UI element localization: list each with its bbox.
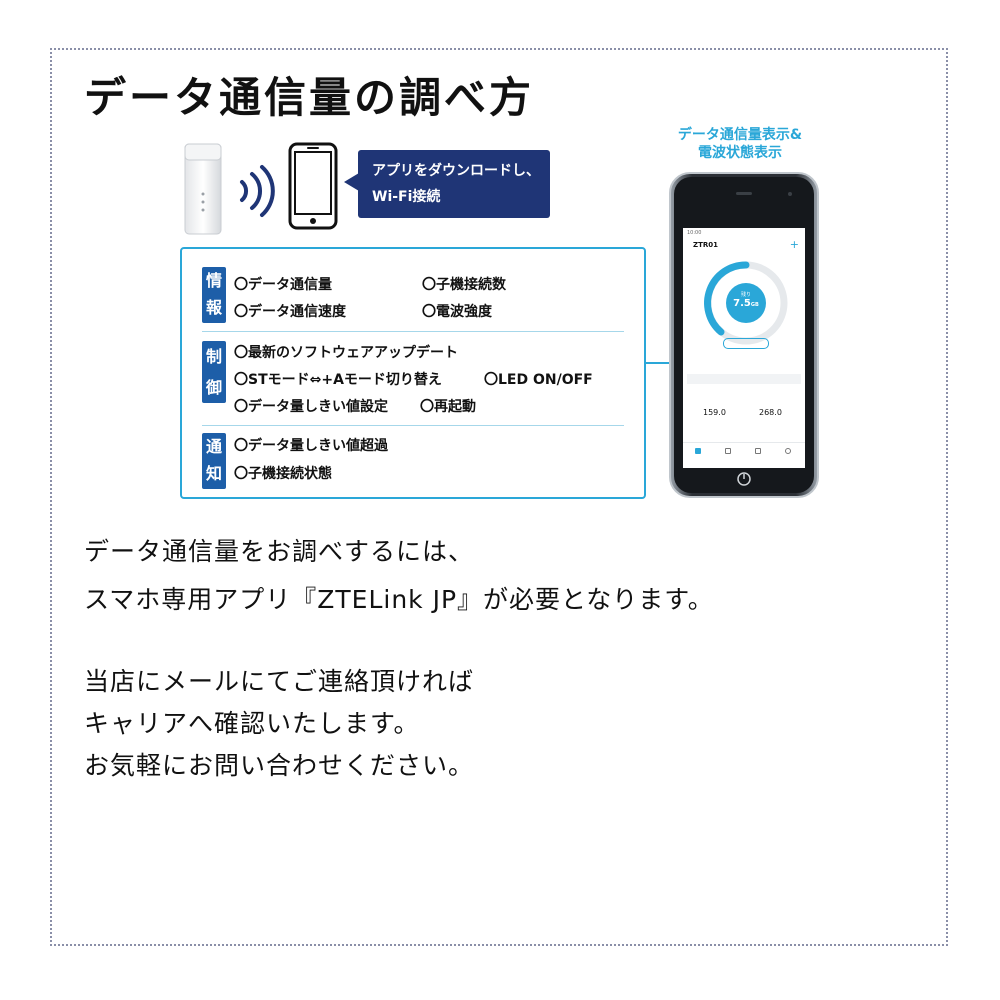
app-screen: 10:00 ZTR01 + 残り 7.5GB 159.0 268.0	[683, 228, 805, 468]
control-item-mode-switch: 〇STモード⇔+Aモード切り替え	[234, 372, 442, 388]
status-bar: 10:00	[687, 230, 702, 236]
bubble-line-1: アプリをダウンロードし、	[372, 163, 540, 179]
control-item-reboot: 〇再起動	[420, 399, 476, 415]
control-item-led: 〇LED ON/OFF	[484, 372, 593, 388]
device-name: ZTR01	[693, 241, 718, 249]
info-item-data-speed: 〇データ通信速度	[234, 304, 346, 320]
features-panel: 情 報 〇データ通信量 〇子機接続数 〇データ通信速度 〇電波強度 制 御 〇最…	[180, 247, 646, 499]
body-line-2: スマホ専用アプリ『ZTELink JP』が必要となります。	[84, 585, 714, 614]
upload-value: 268.0	[759, 408, 782, 417]
info-item-signal-strength: 〇電波強度	[422, 304, 492, 320]
body-line-4: キャリアへ確認いたします。	[84, 709, 420, 738]
speech-bubble-tail	[344, 173, 359, 191]
page-title: データ通信量の調べ方	[84, 73, 535, 122]
info-item-data-usage: 〇データ通信量	[234, 277, 332, 293]
info-tab-icon[interactable]	[725, 448, 731, 454]
settings-tab-icon[interactable]	[755, 448, 761, 454]
home-tab-icon[interactable]	[695, 448, 701, 454]
notify-item-connection-status: 〇子機接続状態	[234, 466, 332, 482]
dotted-frame	[50, 48, 948, 946]
category-notify: 通 知	[202, 433, 226, 489]
data-settings-button[interactable]	[723, 338, 769, 349]
panel-divider	[202, 331, 624, 332]
network-row	[687, 374, 801, 384]
wifi-signal-icon	[240, 165, 275, 217]
remaining-label: 残り	[740, 292, 751, 298]
info-item-connected-devices: 〇子機接続数	[422, 277, 506, 293]
panel-divider	[202, 425, 624, 426]
download-value: 159.0	[703, 408, 726, 417]
router-icon	[184, 143, 222, 235]
body-line-3: 当店にメールにてご連絡頂ければ	[84, 667, 475, 696]
body-line-1: データ通信量をお調べするには、	[84, 537, 475, 566]
smartphone-icon	[288, 142, 338, 230]
tab-bar-divider	[683, 442, 805, 443]
remaining-value: 7.5GB	[733, 298, 759, 309]
body-line-5: お気軽にお問い合わせください。	[84, 751, 475, 780]
control-item-software-update: 〇最新のソフトウェアアップデート	[234, 345, 458, 361]
category-control: 制 御	[202, 341, 226, 403]
notify-item-threshold-exceeded: 〇データ量しきい値超過	[234, 438, 388, 454]
speech-bubble: アプリをダウンロードし、 Wi-Fi接続	[358, 150, 550, 218]
category-info: 情 報	[202, 267, 226, 323]
other-tab-icon[interactable]	[785, 448, 791, 454]
control-item-threshold-setting: 〇データ量しきい値設定	[234, 399, 388, 415]
bubble-line-2: Wi-Fi接続	[372, 189, 441, 205]
data-usage-gauge	[704, 261, 788, 345]
phone-caption: データ通信量表示& 電波状態表示	[677, 127, 803, 161]
add-icon[interactable]: +	[789, 238, 799, 251]
